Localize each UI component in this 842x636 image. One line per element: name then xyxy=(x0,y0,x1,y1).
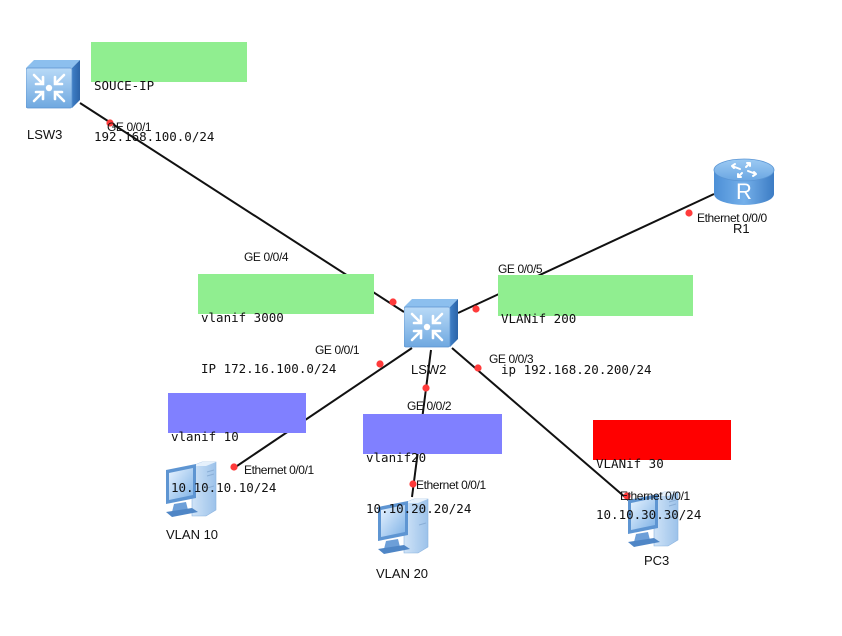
port-dot[interactable] xyxy=(409,480,417,488)
device-label-lsw2: LSW2 xyxy=(411,362,447,377)
device-lsw3[interactable] xyxy=(26,60,80,110)
note-line: vlanif 10 xyxy=(171,429,239,444)
port-label-lsw2-ge005: GE 0/0/5 xyxy=(498,262,543,276)
port-dot[interactable] xyxy=(106,119,114,127)
port-label-pc3-eth001: Ethernet 0/0/1 xyxy=(620,489,690,503)
router-icon xyxy=(713,158,775,206)
link-lsw2-pc_vlan10[interactable] xyxy=(233,347,413,469)
device-label-pc3: PC3 xyxy=(644,553,670,568)
port-dot[interactable] xyxy=(685,209,693,217)
port-label-lsw2-ge001: GE 0/0/1 xyxy=(315,343,360,357)
note-line: ip 192.168.20.200/24 xyxy=(501,362,652,377)
device-lsw2[interactable] xyxy=(404,299,458,349)
device-label-pc-vlan10: VLAN 10 xyxy=(166,527,219,542)
port-dots-layer xyxy=(106,119,693,500)
port-label-lsw2-ge002: GE 0/0/2 xyxy=(407,399,452,413)
port-label-lsw3-ge001: GE 0/0/1 xyxy=(107,120,152,134)
port-dot[interactable] xyxy=(376,360,384,368)
port-label-r1-eth000: Ethernet 0/0/0 xyxy=(697,211,767,225)
note-vlanif-200: VLANif 200 ip 192.168.20.200/24 xyxy=(498,275,693,377)
note-line: 10.10.20.20/24 xyxy=(366,501,472,516)
port-dot[interactable] xyxy=(623,492,631,500)
note-vlanif-20: vlanif20 10.10.20.20/24 xyxy=(363,414,502,516)
port-dot[interactable] xyxy=(389,298,397,306)
link-lsw2-pc3[interactable] xyxy=(451,347,634,505)
device-label-r1: R1 xyxy=(733,221,750,236)
note-line: vlanif 3000 xyxy=(201,310,284,325)
note-vlanif-30: VLANif 30 10.10.30.30/24 xyxy=(593,420,731,522)
device-label-pc-vlan20: VLAN 20 xyxy=(376,566,429,581)
port-dot[interactable] xyxy=(472,305,480,313)
port-dot[interactable] xyxy=(422,384,430,392)
port-dot[interactable] xyxy=(474,364,482,372)
note-line: 192.168.100.0/24 xyxy=(94,129,215,144)
switch-icon xyxy=(404,299,458,349)
note-line: SOUCE-IP xyxy=(94,78,155,93)
note-line: VLANif 30 xyxy=(596,456,664,471)
port-dot[interactable] xyxy=(230,463,238,471)
note-line: VLANif 200 xyxy=(501,311,577,326)
note-line: IP 172.16.100.0/24 xyxy=(201,361,337,376)
note-vlanif-3000: vlanif 3000 IP 172.16.100.0/24 xyxy=(198,274,374,376)
note-source-ip: SOUCE-IP 192.168.100.0/24 xyxy=(91,42,247,144)
note-line: 10.10.30.30/24 xyxy=(596,507,702,522)
port-label-lsw2-ge004: GE 0/0/4 xyxy=(244,250,289,264)
note-line: 10.10.10.10/24 xyxy=(171,480,277,495)
port-label-pc10-eth001: Ethernet 0/0/1 xyxy=(244,463,314,477)
port-label-pc20-eth001: Ethernet 0/0/1 xyxy=(416,478,486,492)
device-label-lsw3: LSW3 xyxy=(27,127,63,142)
note-line: vlanif20 xyxy=(366,450,427,465)
device-r1[interactable] xyxy=(713,158,775,206)
note-vlanif-10: vlanif 10 10.10.10.10/24 xyxy=(168,393,306,495)
switch-icon xyxy=(26,60,80,110)
port-label-lsw2-ge003: GE 0/0/3 xyxy=(489,352,534,366)
